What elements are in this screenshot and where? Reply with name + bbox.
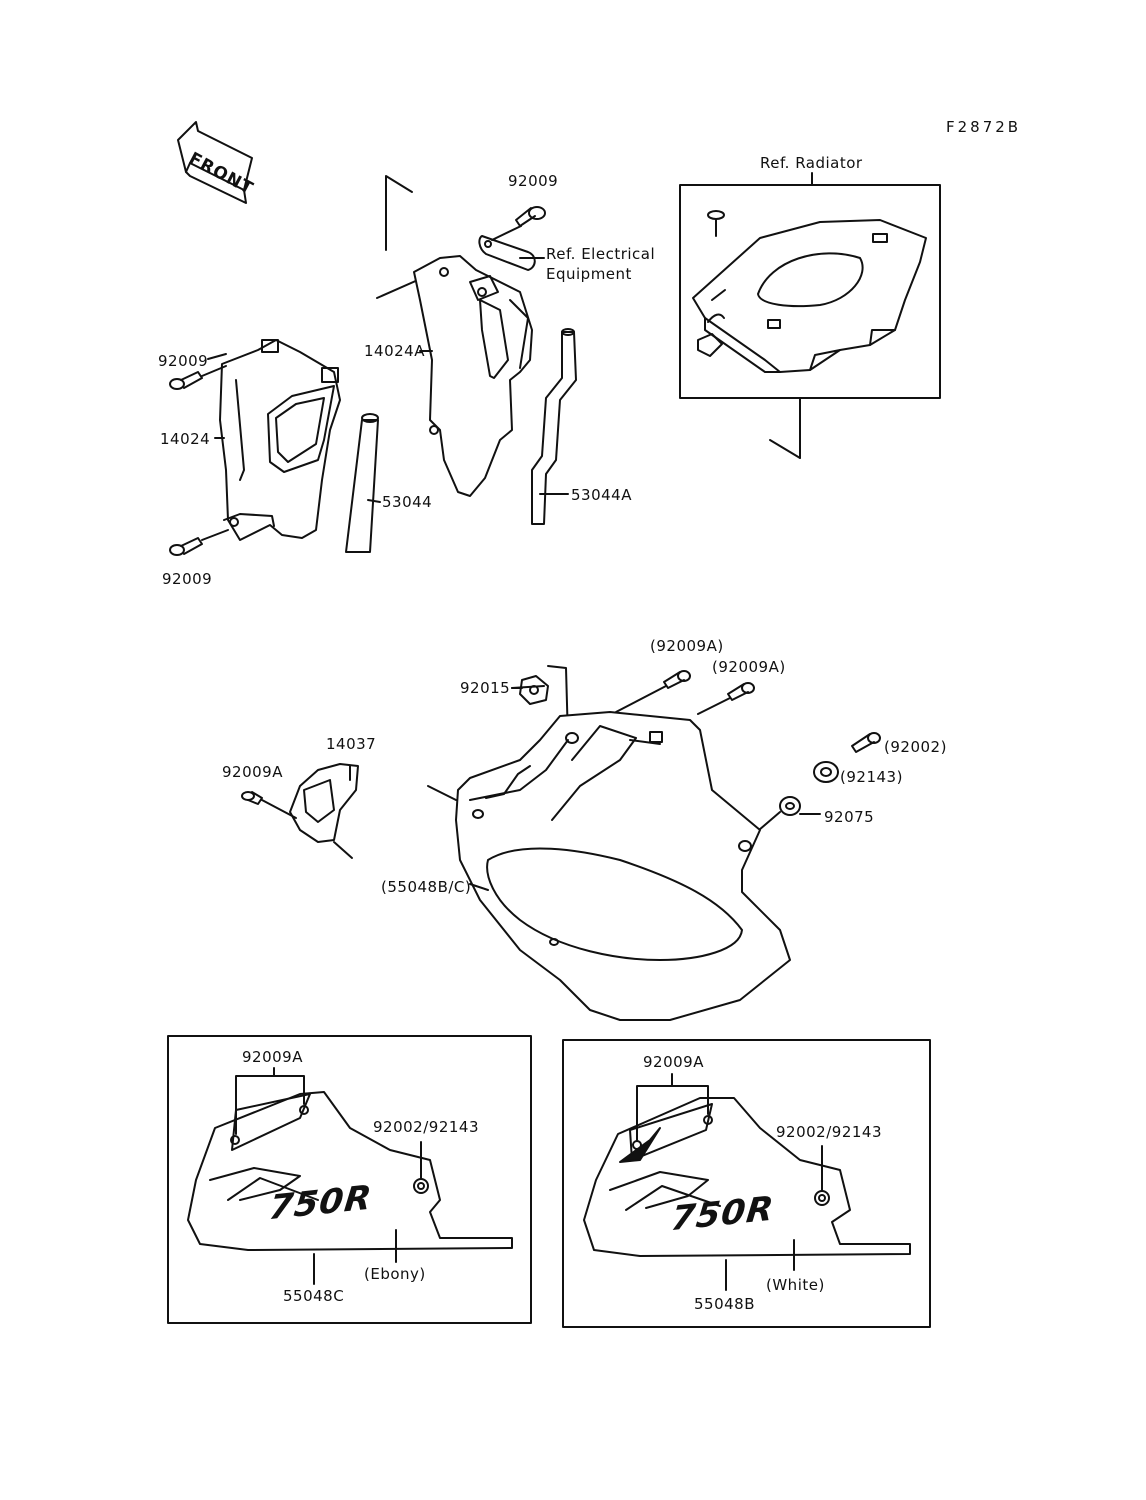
ref-electrical-label: Ref. Electrical Equipment bbox=[546, 245, 656, 283]
lower-cowl-part bbox=[455, 711, 791, 1021]
ebony-bolt-label: 92009A bbox=[242, 1048, 303, 1066]
white-bolt-label: 92009A bbox=[643, 1053, 704, 1071]
bolt-92002-icon bbox=[851, 732, 881, 753]
variant-box-ebony bbox=[167, 1035, 532, 1324]
label-92015: 92015 bbox=[460, 679, 511, 697]
ref-radiator-label: Ref. Radiator bbox=[760, 154, 863, 172]
right-hose-part bbox=[531, 331, 577, 525]
label-92009-left-lower: 92009 bbox=[162, 570, 213, 588]
ebony-color-label: (Ebony) bbox=[364, 1265, 426, 1283]
ebony-fastener-label: 92002/92143 bbox=[373, 1118, 479, 1136]
white-fastener-label: 92002/92143 bbox=[776, 1123, 882, 1141]
label-92009a-cowl-1: (92009A) bbox=[650, 637, 724, 655]
ebony-part-label: 55048C bbox=[283, 1287, 345, 1305]
radiator-screw-icon bbox=[707, 210, 725, 237]
variant-box-white bbox=[562, 1039, 931, 1328]
ref-radiator-box bbox=[679, 184, 941, 399]
label-92009a-bracket: 92009A bbox=[222, 763, 283, 781]
white-color-label: (White) bbox=[766, 1276, 825, 1294]
white-part-label: 55048B bbox=[694, 1295, 756, 1313]
label-14024: 14024 bbox=[160, 430, 211, 448]
label-14037: 14037 bbox=[326, 735, 377, 753]
diagram-code: F2872B bbox=[946, 118, 1022, 136]
bolt-92009-left-lower-icon bbox=[169, 529, 229, 556]
radiator-cover-part bbox=[692, 219, 927, 373]
bracket-14037-part bbox=[289, 763, 359, 859]
label-92143: (92143) bbox=[840, 768, 903, 786]
label-92009a-cowl-2: (92009A) bbox=[712, 658, 786, 676]
bolt-92009a-cowl-1-icon bbox=[615, 670, 691, 713]
label-92009-top: 92009 bbox=[508, 172, 559, 190]
left-cover-part bbox=[219, 339, 341, 541]
front-arrow-icon bbox=[177, 121, 253, 204]
center-cover-part bbox=[413, 255, 533, 497]
label-92009-left-upper: 92009 bbox=[158, 352, 209, 370]
label-53044a: 53044A bbox=[571, 486, 632, 504]
left-hose-part bbox=[345, 419, 379, 553]
label-92002: (92002) bbox=[884, 738, 947, 756]
ebony-cowl-drawing bbox=[187, 1067, 513, 1285]
bolt-92009-top-icon bbox=[491, 206, 546, 241]
damper-92075-icon bbox=[751, 796, 821, 837]
label-14024a: 14024A bbox=[364, 342, 425, 360]
label-92075: 92075 bbox=[824, 808, 875, 826]
bolt-92009-left-upper-icon bbox=[169, 365, 227, 390]
bolt-92009a-cowl-2-icon bbox=[697, 682, 755, 715]
grommet-92143-icon bbox=[813, 761, 839, 783]
bolt-92009a-bracket-icon bbox=[241, 791, 297, 819]
label-53044: 53044 bbox=[382, 493, 433, 511]
electrical-bracket bbox=[478, 235, 536, 271]
clip-92015-icon bbox=[511, 675, 549, 705]
white-cowl-drawing bbox=[583, 1073, 911, 1291]
label-55048bc: (55048B/C) bbox=[381, 878, 472, 896]
